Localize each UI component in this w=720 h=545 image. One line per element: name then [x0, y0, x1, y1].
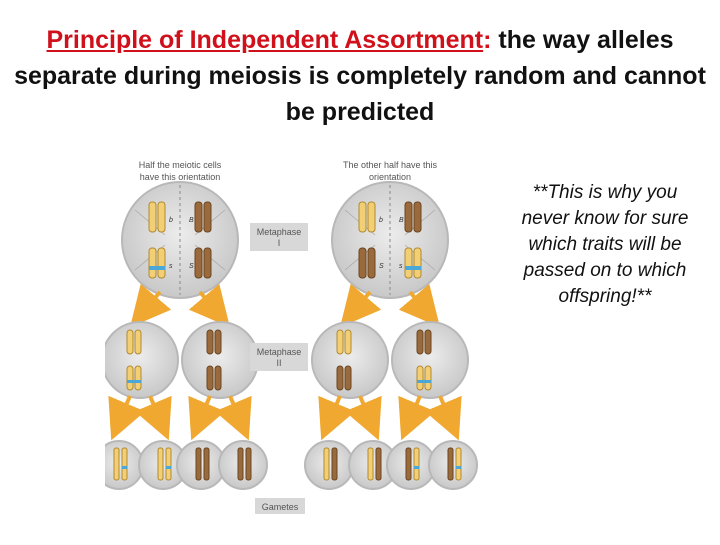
- allele-label: b: [169, 217, 173, 224]
- principle-term: Principle of Independent Assortment: [46, 26, 484, 54]
- svg-text:Gametes: Gametes: [262, 502, 299, 512]
- arrows-to-gametes: [108, 395, 462, 441]
- svg-text:I: I: [278, 238, 281, 248]
- left-caption-line1: Half the meiotic cells: [139, 160, 222, 170]
- metaphase-1-cell-left: b B s S: [121, 181, 239, 299]
- metaphase-2-label: Metaphase II: [250, 343, 308, 371]
- principle-definition: the way alleles separate during meiosis …: [14, 26, 706, 126]
- svg-text:Metaphase: Metaphase: [257, 347, 302, 357]
- gamete-cells: [94, 440, 478, 490]
- metaphase-1-cell-right: b B S s: [331, 181, 449, 299]
- metaphase-2-cells: [101, 321, 469, 399]
- side-note: **This is why you never know for sure wh…: [521, 182, 689, 307]
- svg-text:Metaphase: Metaphase: [257, 227, 302, 237]
- allele-label: B: [399, 217, 404, 224]
- left-caption-line2: have this orientation: [140, 172, 221, 182]
- svg-text:II: II: [276, 358, 281, 368]
- right-caption-line2: orientation: [369, 172, 411, 182]
- allele-label: s: [169, 263, 173, 270]
- title-colon: :: [483, 26, 492, 54]
- allele-label: s: [399, 263, 403, 270]
- allele-label: B: [189, 217, 194, 224]
- right-caption-line1: The other half have this: [343, 160, 438, 170]
- metaphase-1-label: Metaphase I: [250, 223, 308, 251]
- meiosis-diagram: Half the meiotic cells have this orienta…: [94, 140, 505, 540]
- allele-label: S: [189, 263, 194, 270]
- allele-label: S: [379, 263, 384, 270]
- gametes-label: Gametes: [255, 498, 305, 514]
- allele-label: b: [379, 217, 383, 224]
- arrows-to-metaphase-2: [130, 283, 440, 328]
- slide-title: Principle of Independent Assortment: the…: [0, 22, 720, 130]
